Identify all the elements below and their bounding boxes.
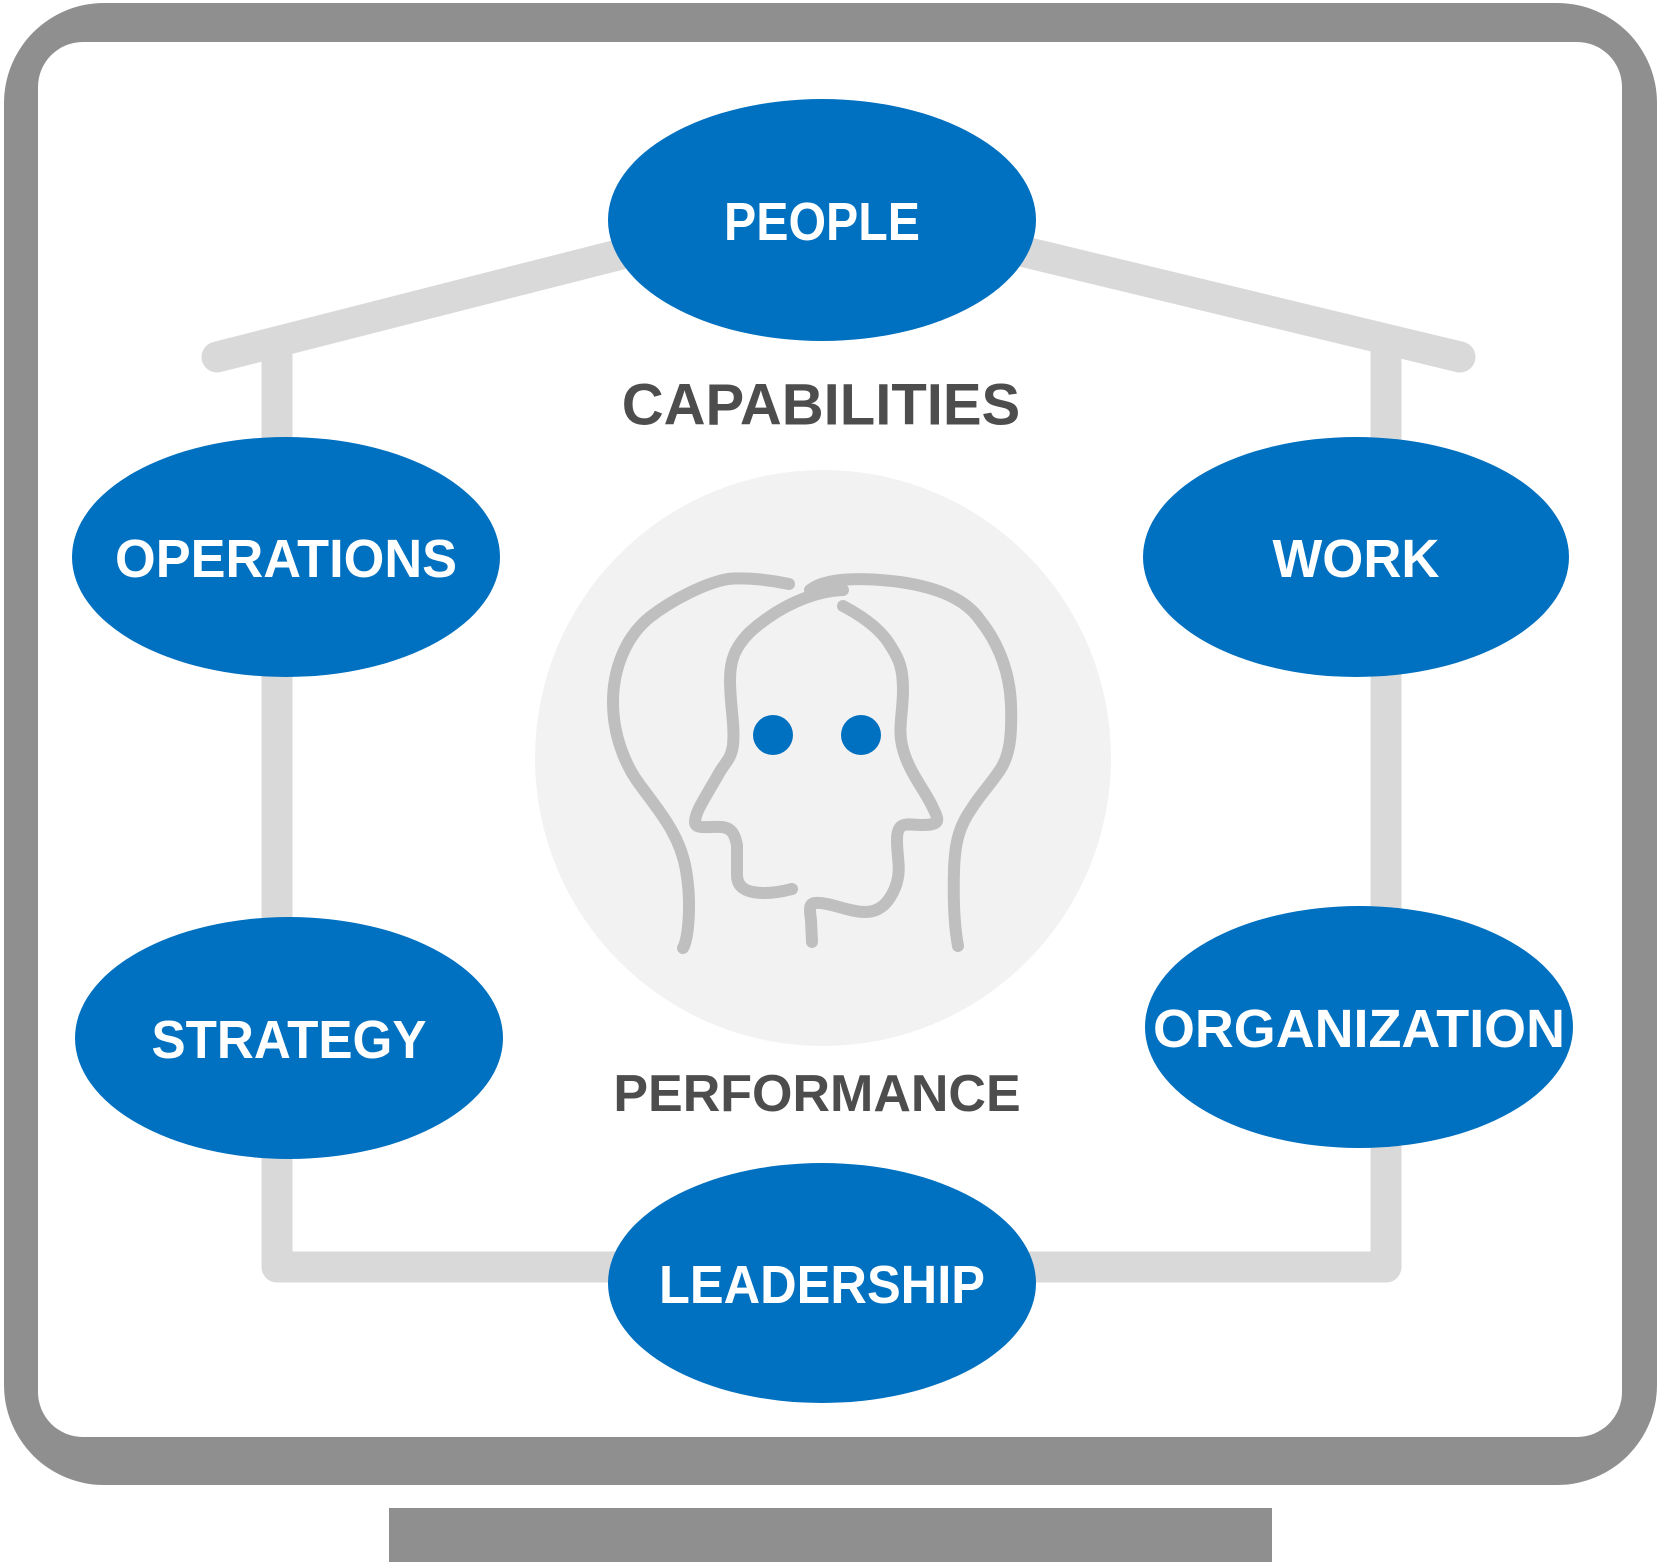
node-people-label: PEOPLE (724, 192, 920, 252)
performance-caption: PERFORMANCE (613, 1065, 1020, 1123)
node-strategy[interactable]: STRATEGY (75, 917, 503, 1159)
right-eye-icon (841, 715, 881, 755)
node-organization[interactable]: ORGANIZATION (1145, 906, 1573, 1148)
node-work-label: WORK (1273, 529, 1440, 589)
node-work-shape[interactable] (1143, 437, 1569, 677)
monitor-stand (389, 1508, 1272, 1562)
center-icon-group (535, 470, 1111, 1046)
node-operations[interactable]: OPERATIONS (72, 437, 500, 677)
node-leadership-shape[interactable] (608, 1163, 1036, 1403)
node-leadership-label: LEADERSHIP (659, 1255, 985, 1315)
two-heads-facing-icon (607, 572, 1018, 954)
node-organization-label: ORGANIZATION (1153, 999, 1565, 1059)
node-strategy-label: STRATEGY (152, 1010, 427, 1070)
node-operations-label: OPERATIONS (115, 529, 457, 589)
node-work[interactable]: WORK (1143, 437, 1569, 677)
node-organization-shape[interactable] (1145, 906, 1573, 1148)
left-eye-icon (753, 715, 793, 755)
node-operations-shape[interactable] (72, 437, 500, 677)
node-people[interactable]: PEOPLE (608, 99, 1036, 341)
capabilities-caption: CAPABILITIES (622, 373, 1021, 438)
node-people-shape[interactable] (608, 99, 1036, 341)
node-leadership[interactable]: LEADERSHIP (608, 1163, 1036, 1403)
node-strategy-shape[interactable] (75, 917, 503, 1159)
